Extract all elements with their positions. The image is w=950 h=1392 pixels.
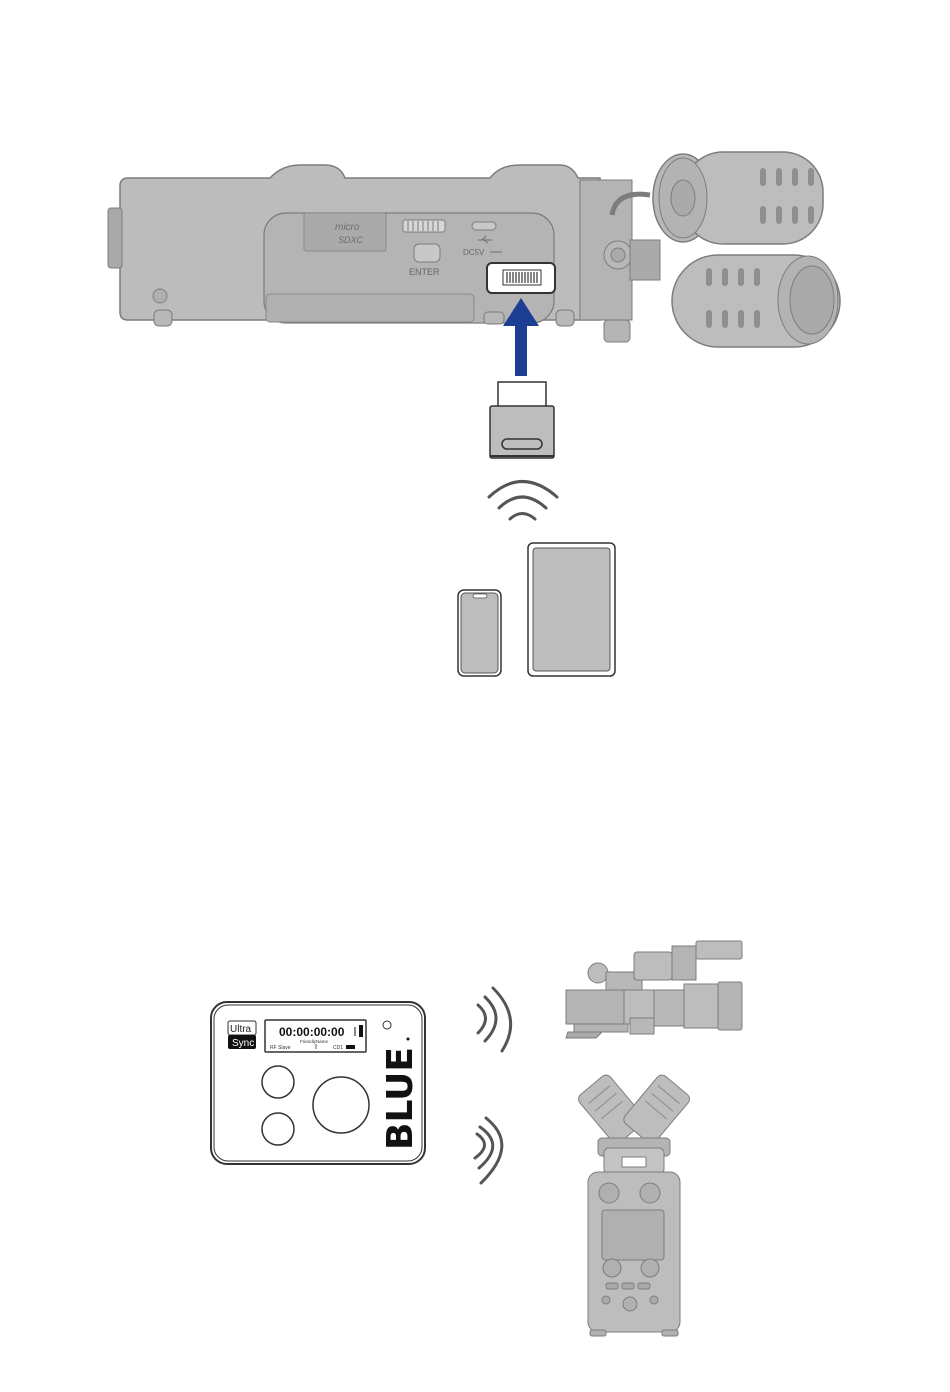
status-led — [383, 1021, 391, 1029]
battery-level-icon — [359, 1025, 363, 1037]
rf-label: RF Slave — [270, 1045, 291, 1051]
sdxc-label: SDXC — [338, 235, 364, 245]
video-camera-icon — [566, 941, 742, 1038]
adapter-port — [487, 263, 555, 293]
smartphone-icon — [458, 590, 501, 676]
button-upper[interactable] — [262, 1066, 294, 1098]
recorder-side-view: micro SDXC ENTER DC5V — [108, 165, 660, 342]
timecode-value: 00:00:00:00 — [279, 1025, 345, 1039]
handheld-recorder-icon — [576, 1073, 692, 1336]
timecode-device: Ultra Sync 00:00:00:00 FriendlyName RF S… — [211, 1002, 425, 1164]
wifi-signal-icon — [489, 482, 557, 520]
xy-microphones — [653, 152, 840, 347]
tablet-icon — [528, 543, 615, 676]
wireless-adapter — [490, 382, 554, 458]
mic-capsule-upper — [653, 152, 823, 244]
tc-label: CD1 — [333, 1045, 343, 1051]
button-lower[interactable] — [262, 1113, 294, 1145]
mic-capsule-lower — [672, 255, 840, 347]
signal-to-recorder-icon — [475, 1118, 502, 1183]
main-knob[interactable] — [313, 1077, 369, 1133]
brand-logo: BLUE — [380, 1047, 421, 1150]
signal-to-camera-icon — [478, 988, 511, 1051]
sync-label: Sync — [232, 1038, 254, 1049]
microsd-label: micro — [335, 222, 360, 233]
ultra-label: Ultra — [230, 1024, 252, 1035]
friendly-name: FriendlyName — [300, 1039, 329, 1044]
enter-label: ENTER — [409, 267, 440, 277]
dc-label: DC5V — [463, 248, 485, 257]
